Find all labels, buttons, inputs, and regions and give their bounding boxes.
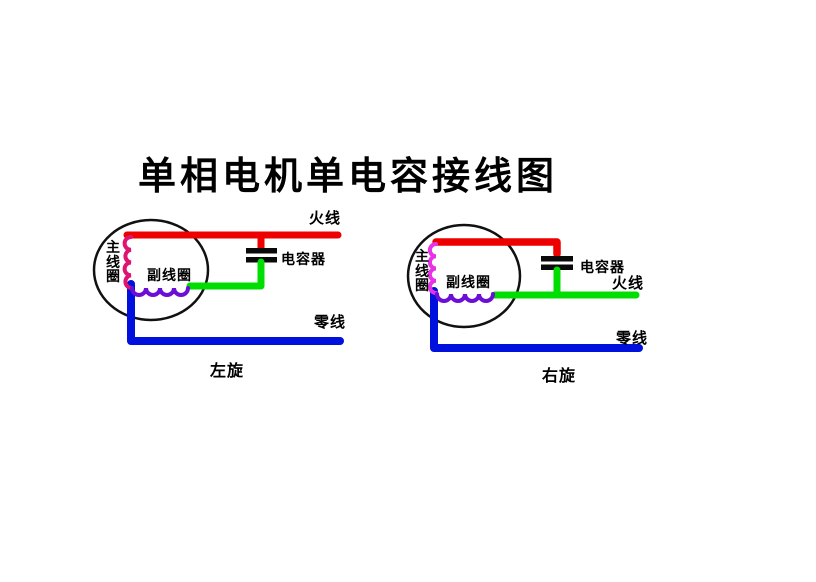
live-wire (123, 231, 342, 254)
capacitor-label: 电容器 (281, 251, 326, 267)
aux-coil-icon (130, 286, 190, 297)
motor-stator-circle (406, 223, 522, 329)
neutral-wire (127, 280, 344, 345)
page-title: 单相电机单电容接线图 (138, 156, 559, 198)
capacitor-label: 电容器 (580, 259, 625, 275)
live-wire-label: 火线 (612, 275, 645, 292)
aux-coil-icon (435, 292, 495, 303)
capacitor-branch-wire (186, 258, 265, 290)
aux-coil-label: 副线圈 (147, 267, 192, 283)
main-coil-label: 主线圈 (415, 248, 429, 293)
capacitor-plate-top (541, 256, 573, 262)
right-rotation-diagram (406, 223, 643, 352)
live-wire (491, 266, 640, 299)
aux-coil-label: 副线圈 (446, 274, 491, 290)
live-wire-label: 火线 (309, 210, 342, 227)
main-coil-to-capacitor-wire (432, 238, 561, 258)
main-coil-icon (427, 242, 438, 295)
neutral-wire (430, 287, 643, 352)
left-rotation-diagram (92, 218, 344, 345)
main-coil-icon (122, 235, 133, 290)
neutral-wire-label: 零线 (616, 330, 649, 347)
rotation-direction-label: 右旋 (542, 368, 577, 385)
neutral-wire-label: 零线 (314, 314, 347, 331)
rotation-direction-label: 左旋 (210, 363, 245, 380)
capacitor-plate-top (246, 248, 277, 254)
main-coil-label: 主线圈 (106, 239, 120, 284)
motor-stator-circle (92, 218, 210, 322)
